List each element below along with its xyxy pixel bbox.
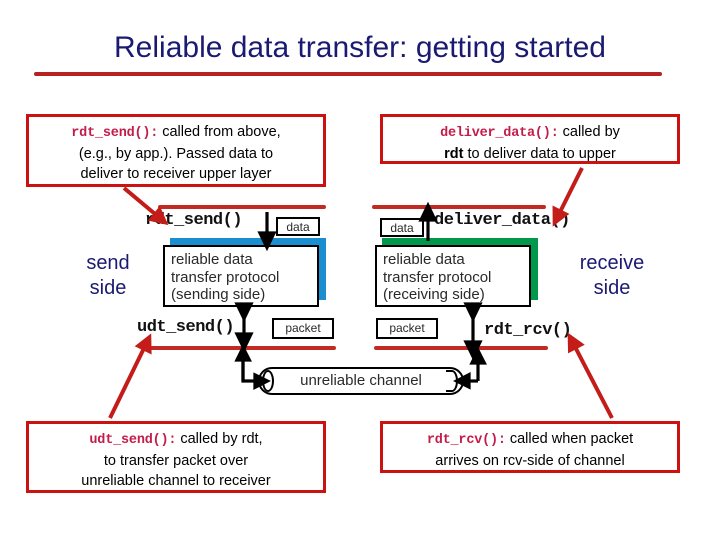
reliable-data-transfer-sending-box: reliable data transfer protocol (sending… [163,245,319,307]
tag-packet-left: packet [272,318,334,339]
label-send-side: send side [52,251,164,301]
tag-packet-right: packet [376,318,438,339]
sending-box-line1: reliable data [171,251,253,268]
tag-data-left: data [276,217,320,236]
unreliable-channel-box: unreliable channel [258,367,464,395]
reliable-data-transfer-receiving-box: reliable data transfer protocol (receivi… [375,245,531,307]
callout-udt-send-line3: unreliable channel to receiver [81,473,271,489]
callout-udt-send-fn: udt_send(): [89,433,177,448]
callout-rdt-rcv-line1: called when packet [505,431,634,447]
label-receive-side-line2: side [593,277,631,299]
label-receive-side: receive side [552,251,672,301]
callout-udt-send-line2: to transfer packet over [103,453,249,469]
red-rule-top-right [372,205,546,209]
sending-box-line3: (sending side) [171,286,266,303]
callout-deliver-data-line2: to deliver data to upper [463,146,616,162]
red-rule-top-left [158,205,326,209]
callout-deliver-data-fn: deliver_data(): [440,126,559,141]
callout-deliver-data-line1: called by [558,124,620,140]
receiving-box-line2: transfer protocol [383,268,492,286]
tag-data-right: data [380,218,424,237]
callout-rdt-rcv: rdt_rcv(): called when packet arrives on… [380,421,680,473]
callout-udt-send: udt_send(): called by rdt, to transfer p… [26,421,326,493]
unreliable-channel-cap-left [262,370,274,392]
label-send-side-line2: side [89,277,127,299]
callout-rdt-rcv-fn: rdt_rcv(): [426,433,506,448]
diagram-label-rdt-send: rdt_send() [145,211,243,230]
callout-rdt-send-line3: deliver to receiver upper layer [80,166,272,182]
page-title: Reliable data transfer: getting started [114,31,606,64]
unreliable-channel-cap-right [446,370,458,392]
callout-rdt-send-fn: rdt_send(): [71,126,159,141]
connector-rdt-rcv-callout [567,332,614,419]
red-rule-bottom-left [150,346,336,350]
callout-rdt-send-line2: (e.g., by app.). Passed data to [78,146,274,162]
diagram-label-udt-send: udt_send() [137,318,235,337]
red-rule-bottom-right [374,346,548,350]
connector-udt-send-callout [108,333,152,419]
diagram-label-rdt-rcv: rdt_rcv() [484,321,572,340]
callout-udt-send-line1: called by rdt, [176,431,263,447]
callout-rdt-send: rdt_send(): called from above, (e.g., by… [26,114,326,187]
receiving-box-line1: reliable data [383,251,465,268]
label-receive-side-line1: receive [579,252,645,274]
callout-rdt-send-line1: called from above, [158,124,281,140]
sending-box-line2: transfer protocol [171,268,280,286]
callout-deliver-data: deliver_data(): called by rdt to deliver… [380,114,680,164]
label-send-side-line1: send [86,252,130,274]
receiving-box-line3: (receiving side) [383,286,485,303]
title-underline-rule [34,72,662,76]
callout-rdt-rcv-line2: arrives on rcv-side of channel [435,453,625,469]
diagram-label-deliver-data: deliver_data() [434,211,570,230]
callout-deliver-data-rdt: rdt [444,146,464,162]
